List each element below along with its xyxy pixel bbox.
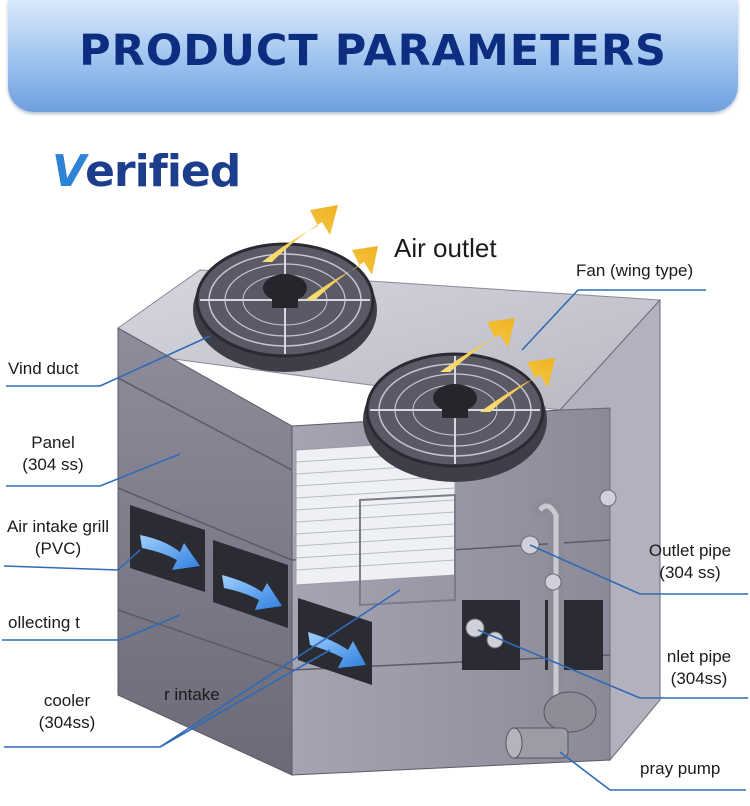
label-inlet-pipe-name: nlet pipe [666,647,732,666]
header-banner: PRODUCT PARAMETERS [8,0,738,112]
outlet-arrow [440,318,515,372]
outlet-arrow [305,246,378,300]
intake-arrow [140,535,200,570]
label-inlet-pipe-material: (304ss) [670,669,728,688]
label-fan: Fan (wing type) [576,261,694,280]
label-outlet-pipe-material: (304 ss) [659,563,721,582]
verified-logo-initial: V [52,146,86,197]
leader-lines [2,289,748,791]
coil-frame [359,493,456,607]
cabinet-right-end [558,298,661,762]
label-collecting: ollecting t [8,613,80,632]
outlet-pipe-highlight [538,503,559,700]
label-cooler: cooler (304ss) [34,690,100,734]
label-panel: Panel (304 ss) [18,432,88,476]
label-outlet-pipe-name: Outlet pipe [648,541,732,560]
label-cooler-material: (304ss) [38,713,96,732]
label-outlet-pipe: Outlet pipe (304 ss) [640,540,740,584]
fan-left [193,242,377,372]
label-panel-material: (304 ss) [22,455,84,474]
cabinet-seam [117,609,293,671]
label-air-intake-grill-name: Air intake grill [6,517,110,536]
label-cooler-name: cooler [43,691,91,710]
verified-logo-rest: erified [85,146,241,197]
label-panel-name: Panel [31,433,75,452]
pipe-flange [599,489,617,507]
label-spray-pump: pray pump [640,759,721,778]
label-air-intake: r intake [164,685,220,704]
fan-right [363,352,547,482]
verified-logo: Verified [52,146,241,197]
outlet-arrow [480,358,555,412]
label-wind-duct: Vind duct [8,359,79,378]
page-title: PRODUCT PARAMETERS [79,26,667,76]
cabinet-seam [117,487,293,561]
cabinet-seam [117,377,293,471]
pipe-flange [465,618,485,638]
label-air-outlet: Air outlet [394,233,497,263]
spray-pump [505,691,597,759]
label-inlet-pipe: nlet pipe (304ss) [656,646,742,690]
pipe-flange [544,573,562,591]
outlet-arrow [262,205,338,262]
label-air-intake-grill: Air intake grill (PVC) [2,516,114,560]
intake-arrow [222,575,282,610]
label-air-intake-grill-material: (PVC) [34,539,82,558]
